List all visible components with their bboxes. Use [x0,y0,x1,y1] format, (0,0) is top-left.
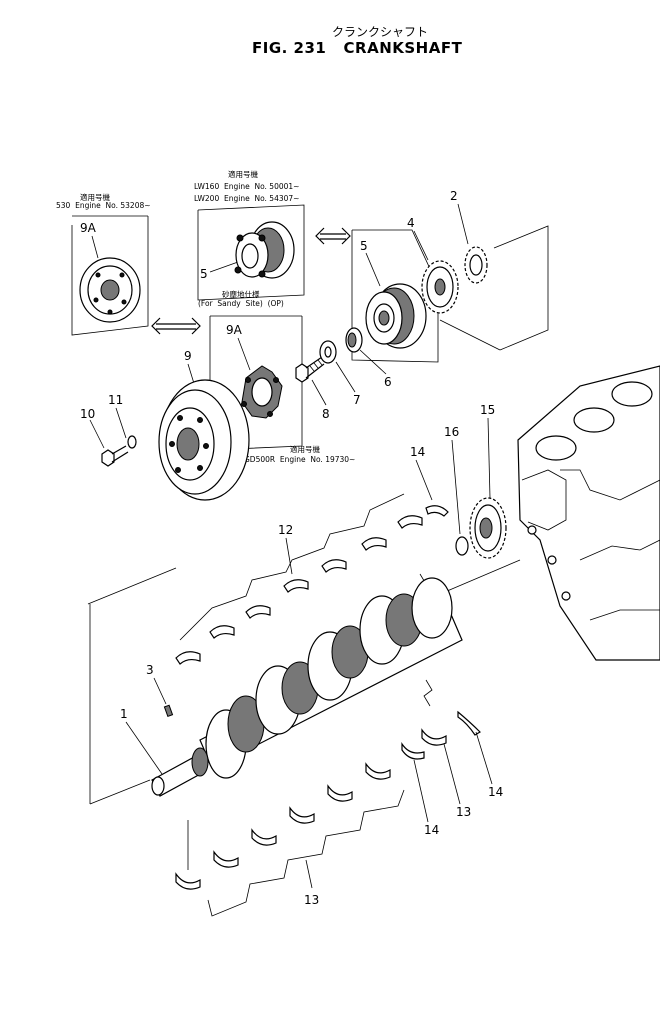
leader-13-right [443,743,461,805]
note-lw160-engine: LW160 Engine No. 50001~ [194,182,299,191]
callout-5-right: 5 [360,239,368,253]
pulley-9a-upper [79,257,141,323]
callout-8: 8 [322,407,330,421]
damper-5-upper [234,221,295,279]
crankshaft-1 [151,577,463,797]
leader-5-right [365,252,381,287]
leader-10 [89,419,105,449]
figure-title: FIG. 231 CRANKSHAFT [252,39,463,57]
gear-2-bracket [493,225,549,351]
bolt-8 [295,356,325,383]
leader-3 [153,677,167,705]
assembly-outline-left-bottom [89,779,151,805]
note-sandy-site: (For Sandy Site) (OP) [198,299,284,308]
note-lw200-engine: LW200 Engine No. 54307~ [194,194,299,203]
assembly-outline-left-top [87,567,177,605]
leader-4 [413,230,429,261]
leader-12 [285,537,293,575]
main-bearing-upper-group [175,505,449,665]
callout-5-upper: 5 [200,267,208,281]
callout-14-lower-left: 14 [424,823,439,837]
leader-14-lower-left [413,759,429,823]
title-japanese: クランクシャフト [332,25,428,39]
callout-14-upper: 14 [410,445,425,459]
collar-6 [345,327,363,353]
key-3 [163,704,174,718]
callout-9a-upper: 9A [80,221,97,235]
leader-16 [451,439,461,535]
leader-5-upper [209,261,239,273]
bearing-lower-bracket [207,789,405,917]
callout-13-bottom: 13 [304,893,319,907]
leader-8 [311,379,327,406]
engine-block [517,365,660,661]
break-mark-lower [423,679,433,707]
callout-3: 3 [146,663,154,677]
callout-4: 4 [407,216,415,230]
adapter-9a-lower [241,365,283,419]
callout-16: 16 [444,425,459,439]
damper-5-right [365,283,427,349]
leader-14-lower-right [475,731,493,785]
callout-7: 7 [353,393,361,407]
washer-11 [127,435,137,449]
main-bearing-lower-group [175,710,481,890]
box-530-outline [71,216,149,336]
gear-15 [469,497,507,559]
note-lw-jp: 適用号機 [228,169,258,179]
leader-15 [487,417,491,499]
gear-bracket-link [439,319,501,351]
leader-7 [335,361,356,393]
leader-9a-lower [237,337,251,371]
interchange-arrow-upper [315,227,351,245]
bolt-10 [101,445,129,467]
note-530-engine: 530 Engine No. 53208~ [56,201,151,210]
bearing-upper-bracket [179,493,405,641]
callout-12: 12 [278,523,293,537]
callout-9a-lower: 9A [226,323,243,337]
washer-7 [319,340,337,364]
leader-6 [359,349,387,375]
gear-2 [464,246,488,284]
leader-9a-upper [91,235,99,259]
callout-15: 15 [480,403,495,417]
box-lw-outline [197,204,305,301]
leader-2 [457,203,469,245]
leader-14-upper [415,459,433,501]
callout-11: 11 [108,393,123,407]
note-530-jp: 適用号機 [80,192,110,202]
leader-1 [125,721,163,775]
note-sandy-jp: 砂塵地仕様 [222,289,260,299]
callout-2: 2 [450,189,458,203]
callout-14-lower-right: 14 [488,785,503,799]
callout-10: 10 [80,407,95,421]
callout-9: 9 [184,349,192,363]
pulley-9 [158,379,250,501]
leader-11 [115,407,127,439]
note-gd-jp: 適用号機 [290,444,320,454]
leader-13-bracket [305,859,313,889]
callout-1: 1 [120,707,128,721]
interchange-arrow-lower [151,317,201,335]
callout-13-right: 13 [456,805,471,819]
callout-6: 6 [384,375,392,389]
note-gd500r-engine: GD500R Engine No. 19730~ [244,455,355,464]
ring-16 [455,536,469,556]
gear-4 [421,260,459,314]
